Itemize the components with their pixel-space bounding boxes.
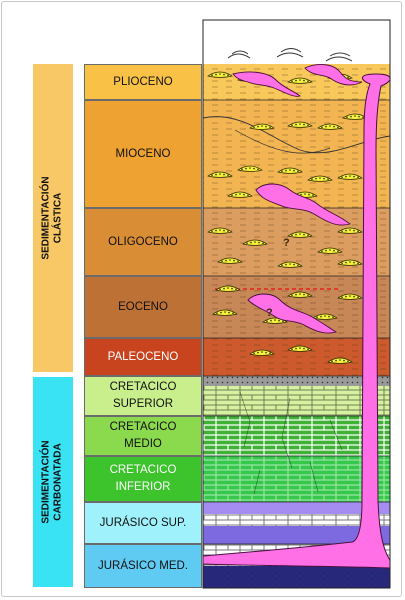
question-mark: ? xyxy=(283,237,290,249)
seafloor-wave-marks xyxy=(228,49,352,62)
question-mark: ? xyxy=(266,307,273,319)
